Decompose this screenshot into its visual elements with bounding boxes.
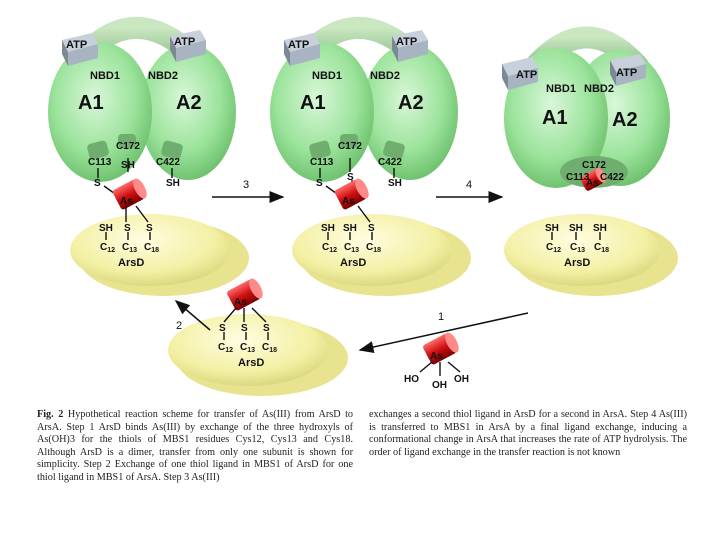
caption-right: exchanges a second thiol ligand in ArsD …	[369, 409, 687, 459]
sh-top-label: SH	[121, 160, 135, 171]
as-label: As	[430, 351, 443, 362]
s-3-label: S	[263, 323, 270, 334]
sh-right-label: SH	[166, 178, 180, 189]
s-top-label: S	[347, 172, 354, 183]
arsd-thiol-1: SH	[321, 223, 335, 234]
nbd1-label: NBD1	[546, 83, 576, 95]
arsd-thiol-3: S	[368, 223, 375, 234]
a1-label: A1	[542, 107, 568, 129]
as-label: As	[234, 297, 247, 308]
c422-label: C422	[156, 157, 180, 168]
as-label: As	[120, 196, 133, 207]
atp-label-left: ATP	[288, 39, 309, 51]
s-1-label: S	[219, 323, 226, 334]
bond-as-ho	[420, 362, 432, 372]
nbd2-label: NBD2	[584, 83, 614, 95]
arsd-thiol-2: S	[124, 223, 131, 234]
a2-label: A2	[612, 109, 638, 131]
free-arsenite: As HO OH OH	[404, 330, 469, 391]
oh-right-label: OH	[454, 374, 469, 385]
panel-4: As S S S C12 C13 C18 ArsD	[168, 276, 348, 396]
as-label: As	[586, 178, 599, 189]
arsd-thiol-1: SH	[545, 223, 559, 234]
c172-label: C172	[338, 141, 362, 152]
nbd2-label: NBD2	[148, 70, 178, 82]
arsd-thiol-2: SH	[569, 223, 583, 234]
s-2-label: S	[241, 323, 248, 334]
nbd1-label: NBD1	[312, 70, 342, 82]
arsd-thiol-2: SH	[343, 223, 357, 234]
arsd-label: ArsD	[564, 257, 590, 269]
nbd2-label: NBD2	[370, 70, 400, 82]
step-1-label: 1	[438, 311, 444, 323]
arsd-label: ArsD	[238, 357, 264, 369]
c172-label: C172	[582, 160, 606, 171]
arsd-thiol-1: SH	[99, 223, 113, 234]
atp-label-left: ATP	[516, 69, 537, 81]
arsd-label: ArsD	[340, 257, 366, 269]
bond-as-oh-right	[448, 362, 460, 372]
step-2-label: 2	[176, 320, 182, 332]
panel-1: ATP ATP NBD1 NBD2 A1 A2 C172 SH C113 C42…	[48, 28, 249, 296]
c113-label: C113	[310, 157, 334, 168]
atp-label-right: ATP	[396, 36, 417, 48]
panel-3: ATP ATP NBD1 NBD2 A1 A2 C172 C113 C422 A…	[502, 37, 678, 296]
a1-label: A1	[78, 92, 104, 114]
panel-2: ATP ATP NBD1 NBD2 A1 A2 C172 S C113 C422…	[270, 28, 471, 296]
nbd1-label: NBD1	[90, 70, 120, 82]
oh-bottom-label: OH	[432, 380, 447, 391]
c113-label: C113	[88, 157, 112, 168]
atp-label-right: ATP	[616, 67, 637, 79]
sh-right-label: SH	[388, 178, 402, 189]
arsd-thiol-3: SH	[593, 223, 607, 234]
c172-label: C172	[116, 141, 140, 152]
s-left-label: S	[94, 178, 101, 189]
arsd-label: ArsD	[118, 257, 144, 269]
ho-label: HO	[404, 374, 419, 385]
a2-label: A2	[176, 92, 202, 114]
caption-left-text: Hypothetical reaction scheme for transfe…	[37, 409, 353, 483]
step-4-label: 4	[466, 179, 472, 191]
as-label: As	[342, 196, 355, 207]
c422-label: C422	[600, 172, 624, 183]
atp-label-left: ATP	[66, 39, 87, 51]
figure-number: Fig. 2	[37, 409, 63, 420]
a1-label: A1	[300, 92, 326, 114]
atp-label-right: ATP	[174, 36, 195, 48]
caption-left: Fig. 2 Hypothetical reaction scheme for …	[37, 409, 353, 485]
c422-label: C422	[378, 157, 402, 168]
s-left-label: S	[316, 178, 323, 189]
a2-label: A2	[398, 92, 424, 114]
caption-right-text: exchanges a second thiol ligand in ArsD …	[369, 409, 687, 458]
arsd-thiol-3: S	[146, 223, 153, 234]
step-3-label: 3	[243, 179, 249, 191]
